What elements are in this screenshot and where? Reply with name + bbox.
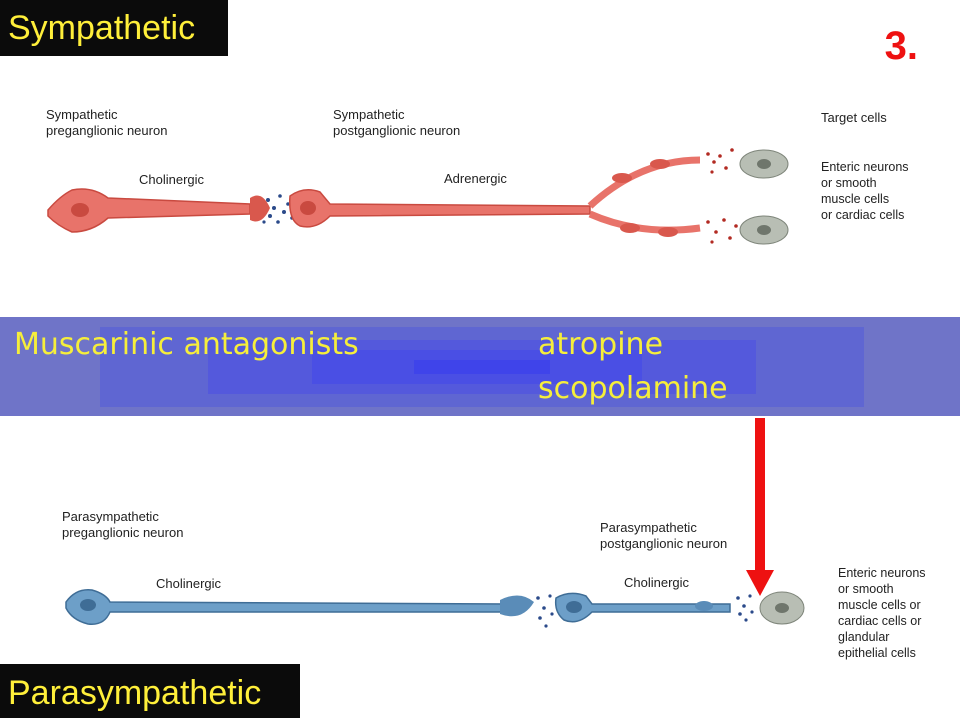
sympathetic-ganglion-synapse [262,194,294,224]
parasympathetic-postganglionic-soma [554,592,731,623]
red-down-arrow [746,418,774,596]
parasympathetic-title: Parasympathetic [0,664,300,718]
drug-atropine: atropine [538,327,664,362]
sympathetic-cholinergic-label: Cholinergic [139,172,205,187]
parasympathetic-postganglionic-label: Parasympathetic postganglionic neuron [600,520,728,551]
sympathetic-postganglionic-soma [288,189,591,228]
sympathetic-pathway [47,148,789,245]
muscarinic-antagonists-label: Muscarinic antagonists [14,327,359,362]
parasympathetic-preganglionic-label: Parasympathetic preganglionic neuron [62,509,184,540]
sympathetic-preganglionic-label: Sympathetic preganglionic neuron [46,107,168,138]
sympathetic-target-text: Enteric neurons or smooth muscle cells o… [821,160,909,222]
sympathetic-adrenergic-label: Adrenergic [444,171,507,186]
parasympathetic-ganglion-synapse [536,594,554,628]
sympathetic-target-header: Target cells [821,110,887,125]
parasympathetic-pathway [65,589,805,628]
muscarinic-antagonist-banner: Muscarinic antagonists atropine scopolam… [0,317,960,416]
sympathetic-title: Sympathetic [0,0,228,56]
parasympathetic-cholinergic-pre-label: Cholinergic [156,576,222,591]
drug-scopolamine: scopolamine [538,371,728,406]
slide-number: 3. [884,24,918,68]
sympathetic-postganglionic-label: Sympathetic postganglionic neuron [333,107,461,138]
parasympathetic-preganglionic-soma [65,589,521,625]
parasympathetic-target-text: Enteric neurons or smooth muscle cells o… [838,566,926,660]
parasympathetic-cholinergic-post-label: Cholinergic [624,575,690,590]
